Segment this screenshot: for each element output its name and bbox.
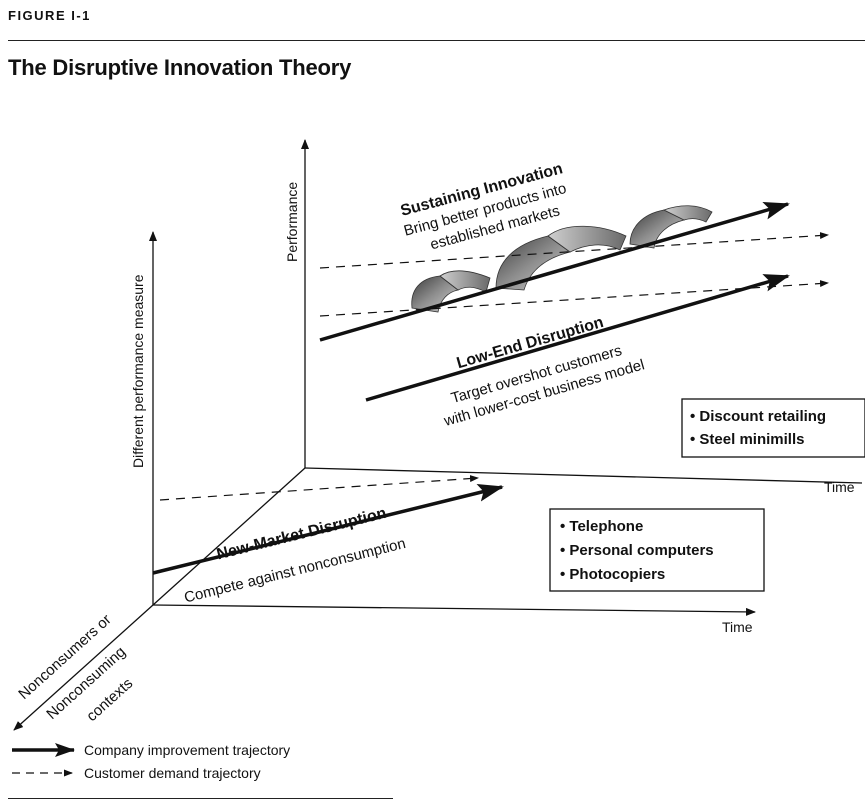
low-end-examples-box: • Discount retailing • Steel minimills (681, 398, 865, 458)
new-market-example-1: • Telephone (560, 518, 643, 535)
legend-customer-label: Customer demand trajectory (84, 765, 261, 781)
time-axis-back (304, 467, 863, 484)
demand-trajectory-front (159, 475, 479, 501)
bottom-rule (8, 798, 393, 799)
sustaining-trajectory (319, 202, 790, 342)
demand-trajectory-upper (319, 232, 829, 269)
time-label-back: Time (824, 479, 855, 495)
low-end-example-2: • Steel minimills (690, 431, 804, 448)
different-performance-label: Different performance measure (130, 274, 146, 468)
time-axis-front (152, 604, 756, 616)
legend: Company improvement trajectory Customer … (12, 742, 290, 781)
new-market-examples-box: • Telephone • Personal computers • Photo… (549, 508, 765, 592)
depth-axis (152, 467, 306, 606)
figure-title: The Disruptive Innovation Theory (8, 55, 352, 80)
figure-label: FIGURE I-1 (8, 8, 91, 23)
performance-label: Performance (284, 182, 300, 262)
low-end-trajectory (365, 274, 790, 402)
top-rule (8, 40, 865, 41)
new-market-example-2: • Personal computers (560, 542, 714, 559)
nonconsumers-label-1: Nonconsumers or (15, 611, 114, 703)
new-market-trajectory (152, 484, 504, 575)
new-market-example-3: • Photocopiers (560, 566, 665, 583)
legend-company-label: Company improvement trajectory (84, 742, 290, 758)
nonconsumers-axis (13, 604, 154, 731)
low-end-example-1: • Discount retailing (690, 408, 826, 425)
time-label-front: Time (722, 619, 753, 635)
